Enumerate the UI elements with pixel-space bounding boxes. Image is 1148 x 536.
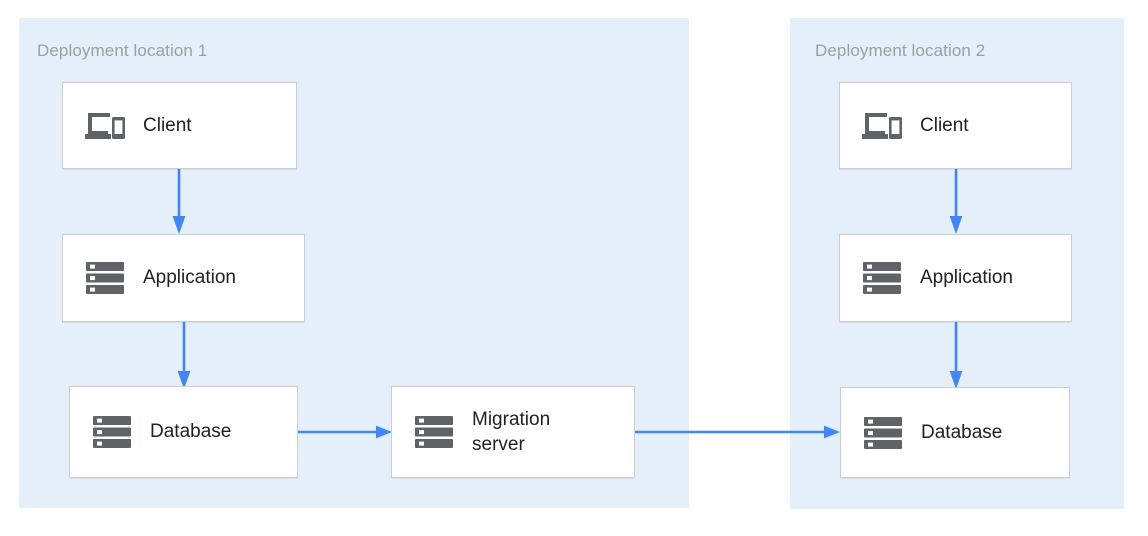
- node-label-database-2: Database: [921, 421, 1003, 443]
- edge-application1-database1: [177, 319, 191, 391]
- node-database-1[interactable]: Database: [69, 386, 298, 478]
- node-client-2[interactable]: Client: [839, 82, 1072, 169]
- edge-client1-application1: [172, 166, 186, 238]
- edge-database1-migrationserver: [296, 425, 394, 439]
- node-database-2[interactable]: Database: [840, 387, 1070, 478]
- node-label-application-1: Application: [143, 267, 236, 288]
- server-icon: [92, 412, 132, 452]
- server-icon: [414, 412, 454, 452]
- node-migration-server[interactable]: Migration server: [391, 386, 635, 478]
- server-icon: [85, 258, 125, 298]
- node-label-database-1: Database: [150, 421, 232, 442]
- edge-application2-database2: [949, 319, 963, 391]
- node-label-migration-server: Migration server: [472, 409, 551, 455]
- node-label-client-2: Client: [920, 114, 969, 136]
- devices-icon: [862, 106, 902, 146]
- edge-migrationserver-database2: [633, 425, 843, 439]
- zone-label-deployment-location-2: Deployment location 2: [815, 41, 986, 60]
- node-label-client-1: Client: [143, 114, 192, 136]
- devices-icon: [85, 106, 125, 146]
- node-label-application-2: Application: [920, 267, 1013, 288]
- node-application-2[interactable]: Application: [839, 234, 1072, 322]
- edge-client2-application2: [949, 166, 963, 238]
- server-icon: [863, 413, 903, 453]
- node-application-1[interactable]: Application: [62, 234, 305, 322]
- server-icon: [862, 258, 902, 298]
- node-client-1[interactable]: Client: [62, 82, 297, 169]
- zone-label-deployment-location-1: Deployment location 1: [37, 41, 208, 60]
